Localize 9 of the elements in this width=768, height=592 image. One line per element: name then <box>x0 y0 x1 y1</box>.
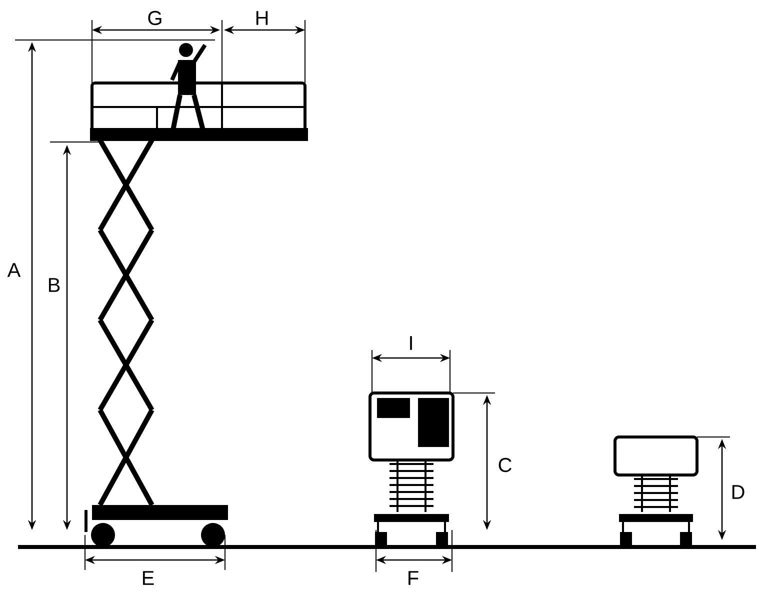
dimension-label: C <box>496 456 514 474</box>
dimension-label: E <box>140 570 156 586</box>
dimension-label: D <box>730 484 746 500</box>
dimension-label: B <box>46 277 62 293</box>
dimension-label: I <box>407 335 415 351</box>
dimension-label: G <box>146 10 164 26</box>
dimension-label: A <box>6 262 22 278</box>
dimension-label: H <box>254 10 270 26</box>
dimension-label: F <box>406 570 420 586</box>
